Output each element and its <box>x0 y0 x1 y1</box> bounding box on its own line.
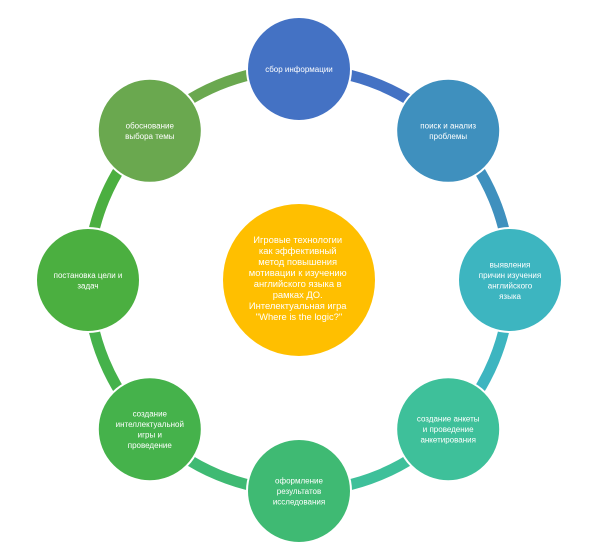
stage-label-2-line-3: языка <box>499 292 521 301</box>
stage-label-2-line-1: причин изучения <box>479 271 541 280</box>
stage-label-2-line-0: выявления <box>490 260 531 269</box>
stage-circle-6 <box>35 227 141 333</box>
center-line-1: как эффективный <box>259 245 337 256</box>
center-circle <box>223 204 375 356</box>
center-line-4: английского языка в <box>254 278 342 289</box>
stage-label-7-line-1: выбора темы <box>125 132 175 141</box>
stage-label-5-line-3: проведение <box>128 441 173 450</box>
center-text: Игровые технологии как эффективный метод… <box>249 234 350 322</box>
center-line-6: Интелектуальная игра <box>249 300 347 311</box>
center-node: Игровые технологии как эффективный метод… <box>223 204 375 356</box>
stage-label-5-line-0: создание <box>133 409 168 418</box>
center-line-7: "Where is the logic?" <box>256 311 342 322</box>
stage-label-6-line-1: задач <box>77 281 98 290</box>
stage-circle-0 <box>246 16 352 122</box>
stage-circle-4 <box>246 438 352 544</box>
stage-label-4-line-0: оформление <box>275 477 323 486</box>
center-line-5: рамках ДО. <box>273 289 323 300</box>
stage-label-6-line-0: постановка цели и <box>54 271 123 280</box>
stage-label-1-line-0: поиск и анализ <box>420 122 476 131</box>
stage-label-3-line-2: анкетирования <box>420 436 476 445</box>
stage-circle-1 <box>395 77 502 184</box>
stage-label-5-line-2: игры и <box>138 430 162 439</box>
stage-label-4-line-2: исследования <box>273 498 325 507</box>
stage-circle-7 <box>96 77 203 184</box>
center-line-3: мотивации к изучению <box>249 267 347 278</box>
stage-label-2-line-2: английского <box>488 281 533 290</box>
stage-label-7-line-0: обоснование <box>126 122 175 131</box>
center-line-2: метод повышения <box>258 256 337 267</box>
stage-label-4-line-1: результатов <box>277 487 321 496</box>
center-line-0: Игровые технологии <box>253 234 342 245</box>
stage-label-3-line-1: и проведение <box>423 425 474 434</box>
stage-circle-5 <box>96 376 203 483</box>
stage-circle-3 <box>395 376 502 483</box>
stage-circle-2 <box>457 227 563 333</box>
stage-node-0: сбор информации <box>246 16 352 122</box>
stage-label-5-line-1: интеллектуальной <box>116 420 184 429</box>
stage-label-1-line-1: проблемы <box>429 132 467 141</box>
stage-label-0-line-0: сбор информации <box>265 65 333 74</box>
stage-label-3-line-0: создание анкеты <box>417 415 480 424</box>
stage-label-0: сбор информации <box>265 65 333 74</box>
